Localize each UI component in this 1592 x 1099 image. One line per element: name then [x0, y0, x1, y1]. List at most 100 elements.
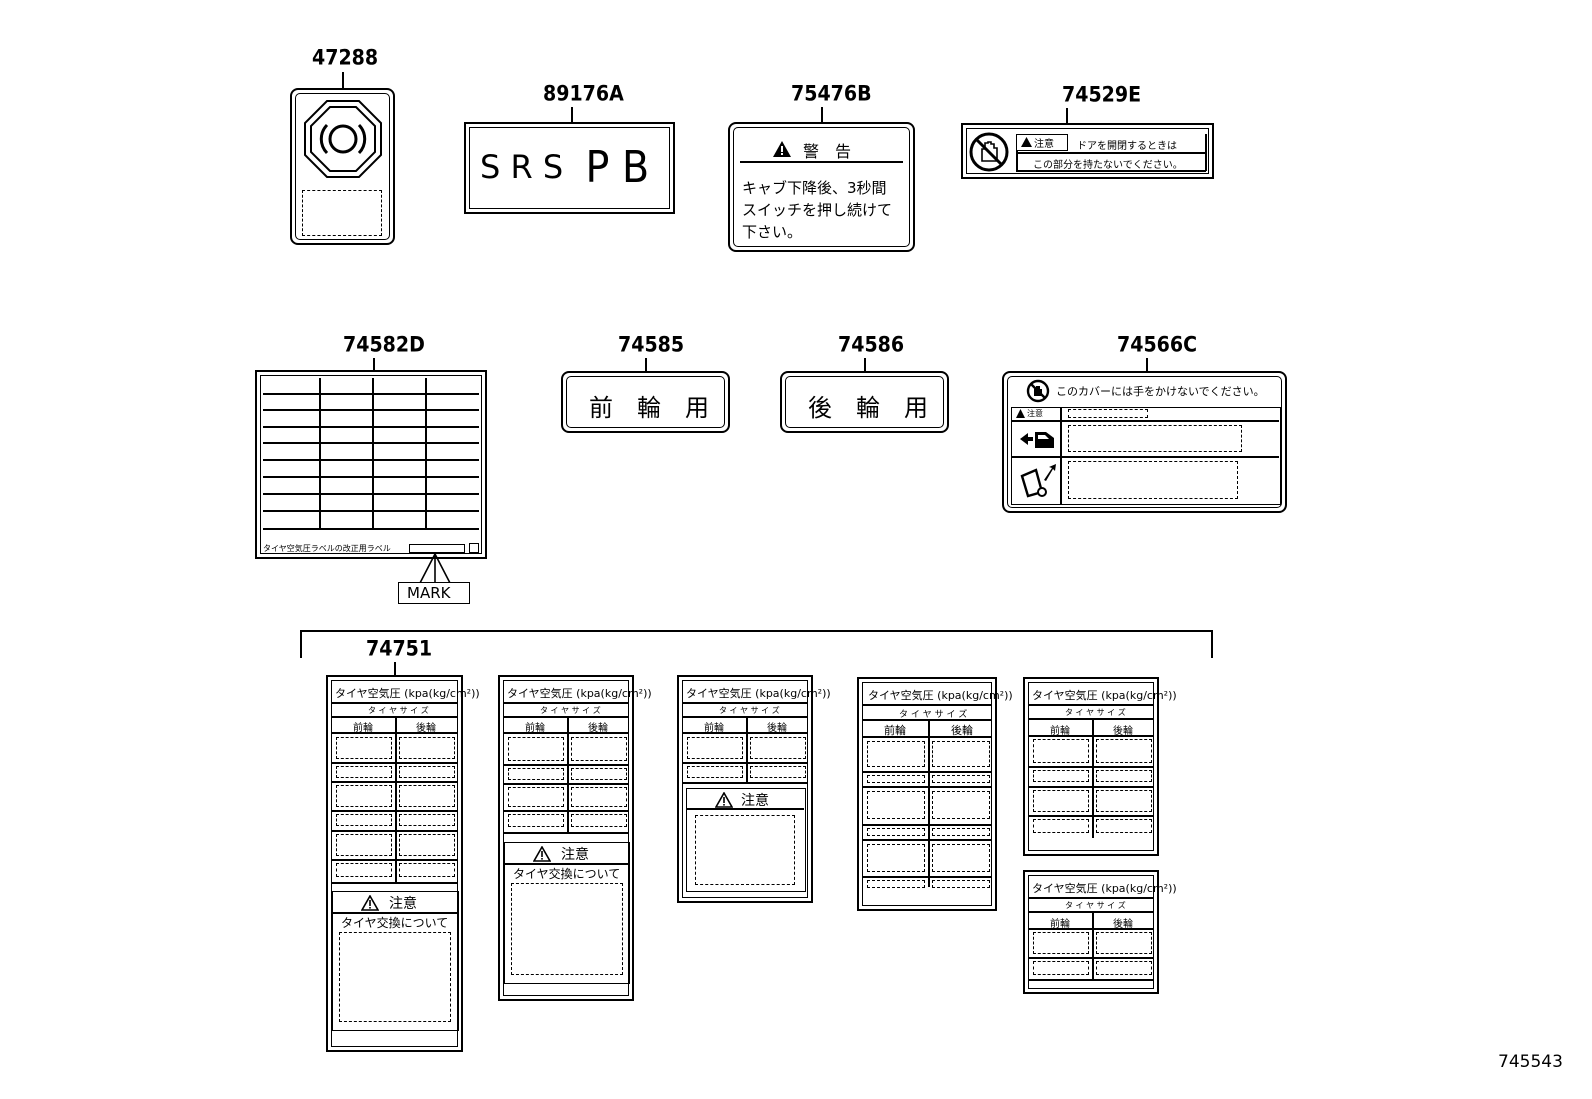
warning-line-3: 下さい。 [742, 223, 803, 241]
tire-value-cell [1096, 739, 1152, 763]
door-line-2: この部分を持たないでください。 [1033, 160, 1183, 171]
no-hand-icon [969, 132, 1009, 172]
tire-value-cell [867, 880, 925, 888]
warning-line-1: キャブ下降後、3秒間 [742, 179, 887, 197]
warning-divider [740, 161, 903, 163]
tire-line [683, 732, 808, 734]
warning-header: 警 告 [803, 142, 852, 161]
cover-caution-text: 注意 [1027, 409, 1043, 418]
tire-front: 前輪 [353, 723, 373, 734]
tire-line [1029, 911, 1154, 913]
tire-value-cell [571, 737, 627, 761]
tire-front: 前輪 [1050, 919, 1070, 930]
door-frame-left [1016, 151, 1018, 171]
tire-front: 前輪 [884, 724, 906, 737]
arrow-cab-icon [1020, 432, 1054, 448]
part-number-74582D: 74582D [343, 332, 425, 358]
tire-line [863, 704, 992, 706]
tire-rear: 後輪 [951, 724, 973, 737]
tire-line [863, 876, 992, 878]
pressure-grid [263, 378, 479, 538]
group-bracket-right [1211, 630, 1213, 658]
tire-label-2: タイヤ空気圧 (kpa(kg/cm²)) タ イ ヤ サ イ ズ 前輪 後輪 注… [498, 675, 652, 1001]
tire-line [504, 832, 629, 834]
part-number-47288: 47288 [312, 45, 379, 71]
tire-line [863, 839, 992, 841]
tire-col-line [395, 716, 397, 882]
tire-caution-box: 注意 [686, 788, 806, 892]
tire-title: タイヤ空気圧 (kpa(kg/cm²)) [507, 687, 652, 700]
cover-blank-3 [1068, 461, 1238, 499]
tire-title: タイヤ空気圧 (kpa(kg/cm²)) [1032, 882, 1177, 895]
table-footer-text: タイヤ空気圧ラベルの改正用ラベル [263, 544, 391, 553]
tire-line [1029, 979, 1154, 981]
cover-blank-2 [1068, 425, 1242, 452]
srs-text: S R S [480, 148, 564, 186]
tire-line [332, 781, 458, 783]
tire-size: タ イ ヤ サ イ ズ [540, 706, 601, 715]
tire-value-cell [571, 814, 627, 827]
leader-74751 [394, 662, 396, 676]
tire-value-cell [932, 775, 990, 783]
tire-size: タ イ ヤ サ イ ズ [719, 706, 780, 715]
tire-title: タイヤ空気圧 (kpa(kg/cm²)) [868, 689, 1013, 702]
cover-label: このカバーには手をかけないでください。 注意 [1002, 371, 1287, 513]
cover-blank-1 [1068, 409, 1148, 418]
mark-check [469, 543, 479, 553]
door-caution-label: 注意 ドアを開閉するときは この部分を持たないでください。 [961, 123, 1214, 179]
part-number-74586: 74586 [838, 332, 905, 358]
grid-col-line [425, 378, 427, 528]
tire-line [332, 762, 458, 764]
tire-exchange-text: タイヤ交換について [513, 867, 621, 881]
tire-line [1029, 766, 1154, 768]
tire-line [1029, 815, 1154, 817]
tire-value-cell [1033, 932, 1089, 954]
grid-row-line [263, 510, 479, 512]
grid-col-line [319, 378, 321, 528]
rear-wheel-label: 後 輪 用 [780, 371, 949, 433]
tire-rear: 後輪 [416, 723, 436, 734]
tire-line [332, 702, 458, 704]
tire-rear: 後輪 [1113, 919, 1133, 930]
tire-rear: 後輪 [767, 723, 787, 734]
tire-line [683, 762, 808, 764]
tire-caution-box: 注意 タイヤ交換について [504, 842, 630, 984]
tire-value-cell [1033, 739, 1089, 763]
tire-line [505, 863, 628, 865]
tire-value-cell [508, 787, 564, 807]
tire-front: 前輪 [1050, 726, 1070, 737]
leader-74582D [373, 358, 375, 371]
tire-value-cell [932, 880, 990, 888]
tire-value-cell [399, 766, 455, 778]
no-hand-icon [1026, 379, 1050, 403]
mark-slot [409, 544, 465, 553]
tire-value-cell [932, 791, 990, 819]
tire-value-cell [1033, 790, 1089, 812]
tire-caution-text: 注意 [741, 793, 769, 809]
tire-label-1: タイヤ空気圧 (kpa(kg/cm²)) タ イ ヤ サ イ ズ 前輪 後輪 注… [326, 675, 480, 1052]
tire-value-cell [571, 787, 627, 807]
tire-caution-text: 注意 [561, 847, 589, 863]
leader-47288 [342, 72, 344, 89]
tire-line [863, 786, 992, 788]
tire-label-5: タイヤ空気圧 (kpa(kg/cm²)) タ イ ヤ サ イ ズ 前輪 後輪 [1023, 677, 1177, 856]
tire-caution-text: 注意 [389, 896, 417, 912]
cover-header: このカバーには手をかけないでください。 [1056, 385, 1265, 398]
group-bracket-left [300, 630, 302, 658]
tire-value-cell [867, 844, 925, 872]
tire-rear: 後輪 [588, 723, 608, 734]
tire-value-cell [1033, 770, 1089, 782]
tire-line [683, 702, 808, 704]
tire-line [1029, 897, 1154, 899]
tire-line [683, 716, 808, 718]
tire-line [332, 882, 458, 884]
cover-table: 注意 [1011, 407, 1281, 505]
tire-line [683, 782, 808, 784]
tire-label-3: タイヤ空気圧 (kpa(kg/cm²)) タ イ ヤ サ イ ズ 前輪 後輪 注… [677, 675, 831, 903]
tire-value-cell [867, 741, 925, 767]
tire-line [332, 810, 458, 812]
warning-label: 警 告 キャブ下降後、3秒間 スイッチを押し続けて 下さい。 [728, 122, 915, 252]
grid-row-line [263, 528, 479, 530]
tire-value-cell [399, 863, 455, 877]
tire-line [504, 810, 629, 812]
